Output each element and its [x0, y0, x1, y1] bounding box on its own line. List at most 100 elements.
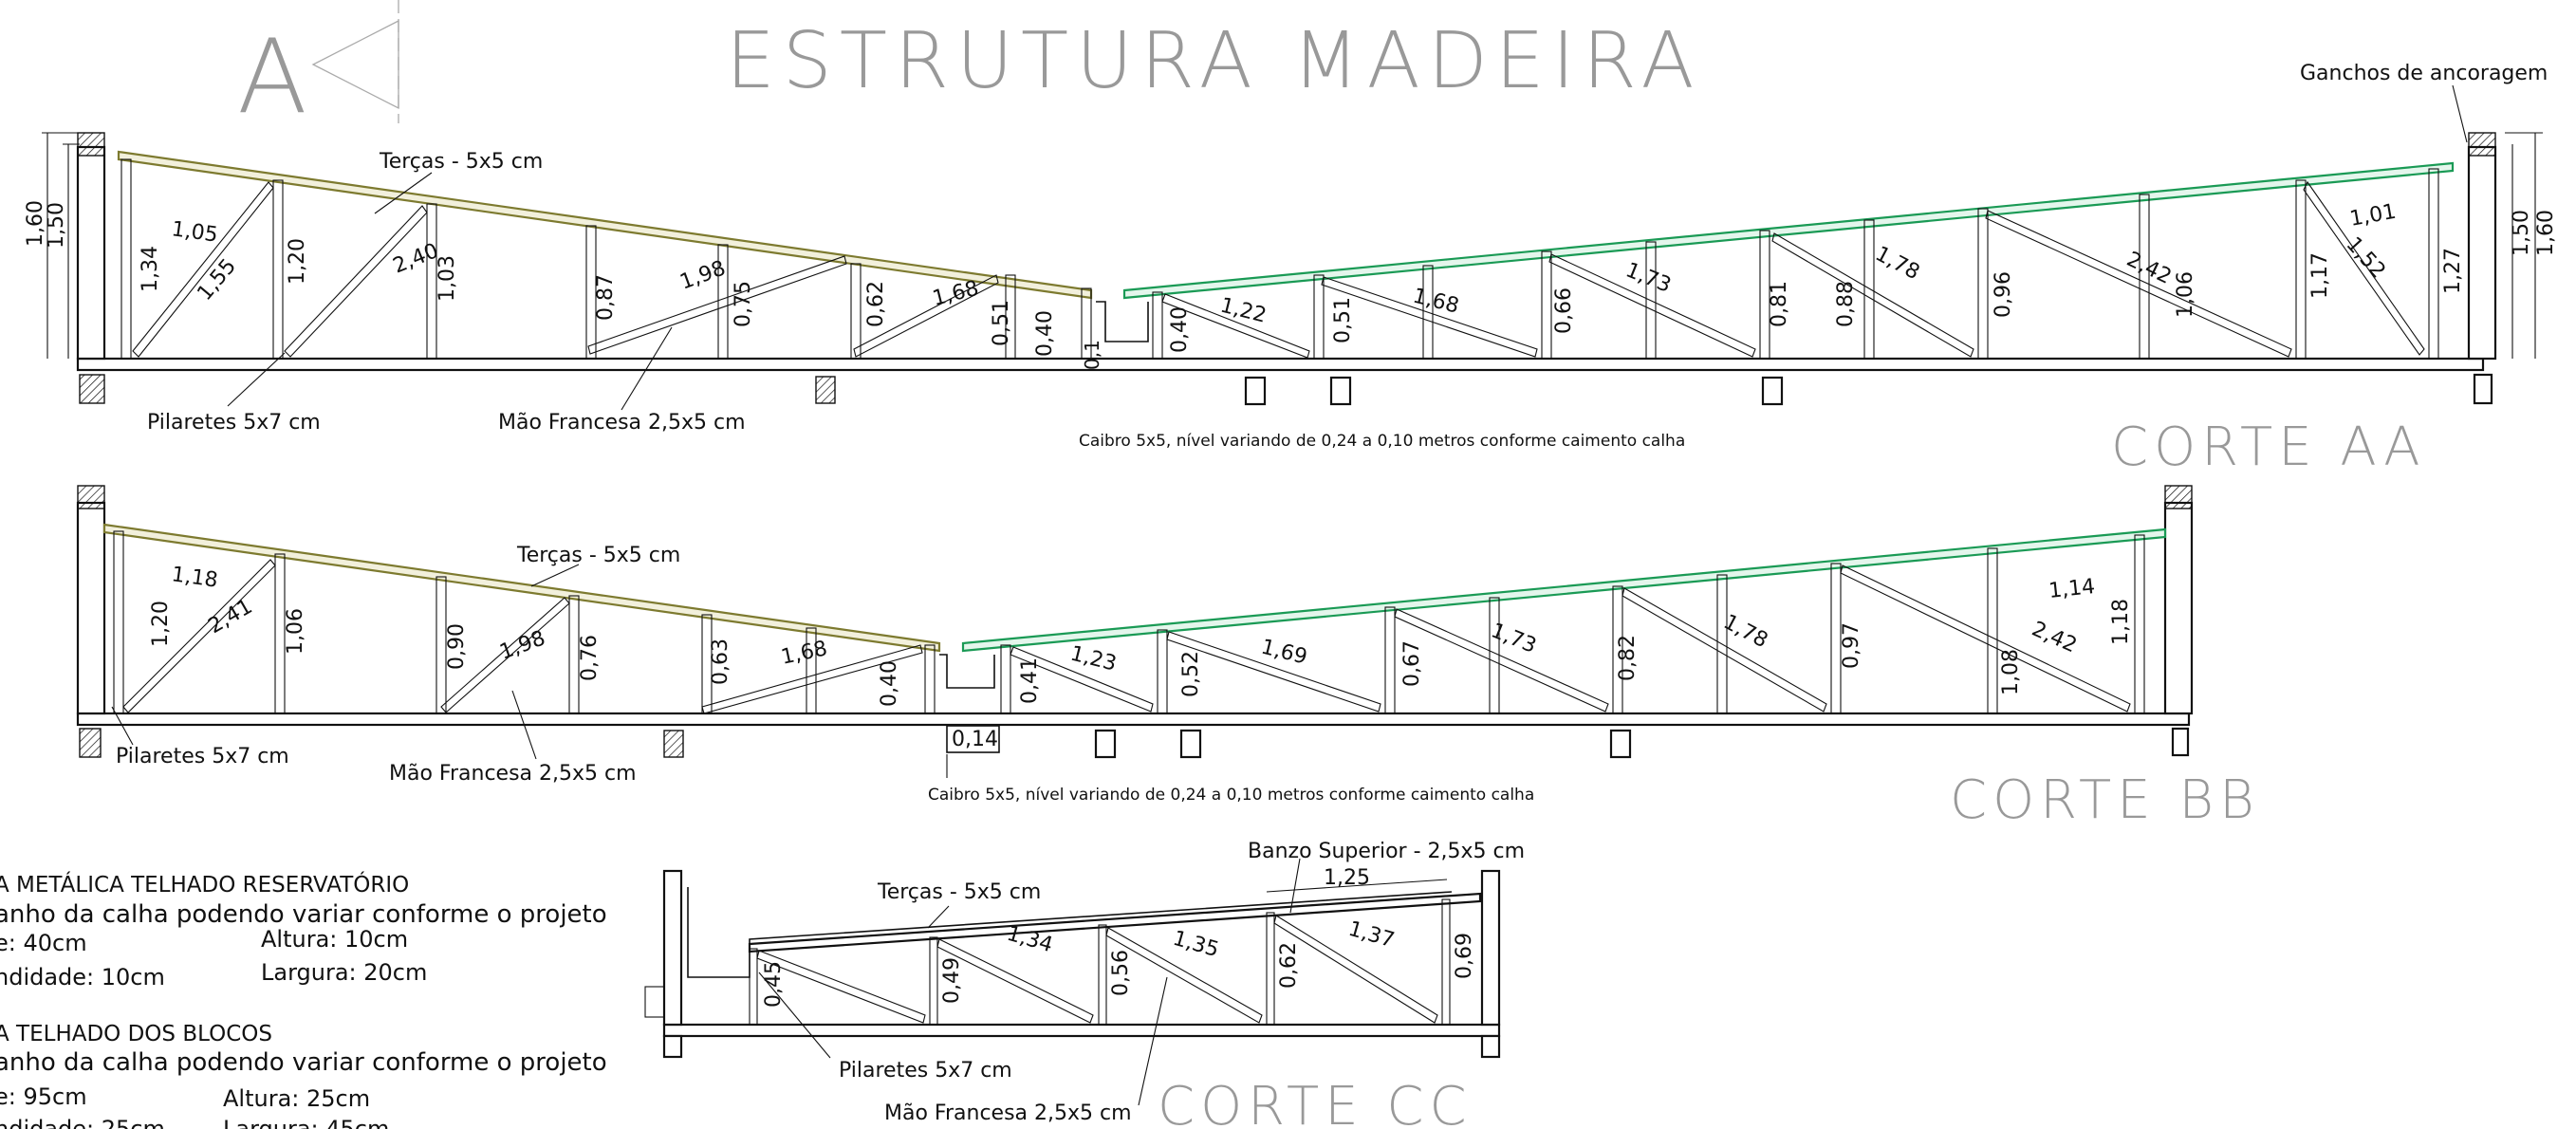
dim-label: 0,87 [594, 274, 618, 321]
dim-label: 0,69 [1453, 933, 1476, 979]
dim-label: 0,63 [709, 639, 732, 685]
right-rafter [961, 527, 2167, 653]
note-block2-profundidade: ndidade: 25cm [0, 1116, 165, 1129]
dim-label: 1,18 [170, 563, 219, 593]
dim-label: 1,01 [2348, 200, 2399, 231]
note-block1-line: anho da calha podendo variar conforme o … [0, 900, 607, 929]
right-wall [2163, 501, 2194, 715]
callout-banzo: Banzo Superior - 2,5x5 cm [1248, 840, 1525, 863]
gutter-bracket-icon [644, 986, 665, 1018]
dim-label: 1,20 [286, 238, 309, 285]
left-wall [662, 869, 683, 1027]
dim-label: 0,51 [1331, 297, 1355, 343]
dim-label: 0,96 [1992, 271, 2015, 318]
dim-line [1266, 879, 1448, 893]
gutter-channel [939, 654, 995, 689]
left-braces [122, 559, 923, 714]
left-wall-cap [77, 485, 105, 509]
dim-label: 1,08 [1999, 649, 2023, 695]
gap-dimension-box [946, 725, 1000, 753]
dim-left-inner: 1,50 [45, 202, 68, 249]
note-block1-title: A METÁLICA TELHADO RESERVATÓRIO [0, 871, 409, 898]
left-posts [120, 158, 1092, 360]
dim-label: 0,62 [1277, 942, 1301, 989]
support-block [1609, 729, 1632, 759]
section-label: CORTE CC [1158, 1076, 1473, 1129]
dim-label: 2,40 [390, 239, 442, 279]
dim-label: 1,98 [677, 256, 730, 294]
dim-label: 0,40 [1033, 310, 1057, 357]
dim-label: 1,35 [1170, 927, 1221, 963]
callout-pilaretes: Pilaretes 5x7 cm [116, 745, 289, 768]
left-wall-cap [77, 132, 105, 157]
dim-right-inner: 1,50 [2510, 210, 2533, 256]
note-block1-e: e: 40cm [0, 930, 87, 956]
mid-support [663, 730, 684, 758]
dim-label: 1,27 [2441, 248, 2465, 294]
posts [749, 898, 1451, 1026]
callout-pilaretes: Pilaretes 5x7 cm [147, 411, 321, 435]
callout-mao-francesa: Mão Francesa 2,5x5 cm [498, 411, 746, 435]
height-dimensions-left [42, 132, 80, 359]
note-block1-profundidade: ndidade: 10cm [0, 964, 165, 990]
left-braces [132, 181, 999, 358]
dim-label: 0,90 [445, 623, 469, 670]
dim-label: 1,18 [2109, 599, 2133, 645]
dim-label: 1,23 [1068, 642, 1120, 676]
dim-label: 1,17 [2308, 252, 2332, 299]
base-beam [76, 712, 2191, 727]
dim-label: 1,68 [1411, 285, 1462, 319]
left-support [662, 1034, 683, 1059]
dim-label: 0,41 [1018, 657, 1042, 704]
dim-label: 0,97 [1840, 622, 1863, 669]
dim-label: 0,62 [864, 281, 888, 327]
dim-label: 1,73 [1622, 258, 1675, 298]
callout-tercas: Terças - 5x5 cm [516, 544, 680, 567]
note-block2-e: e: 95cm [0, 1083, 87, 1110]
note-block2-line: anho da calha podendo variar conforme o … [0, 1048, 607, 1077]
corte-bb: 1,18 1,20 2,41 1,06 0,90 1,98 0,76 0,63 … [76, 485, 2254, 831]
notes: A METÁLICA TELHADO RESERVATÓRIO anho da … [0, 871, 607, 1129]
support-block [1244, 376, 1267, 406]
dim-right-outer: 1,60 [2534, 210, 2558, 256]
callout-tercas: Terças - 5x5 cm [877, 880, 1041, 904]
callout-pilaretes: Pilaretes 5x7 cm [839, 1059, 1012, 1083]
callout-ganchos: Ganchos de ancoragem [2300, 62, 2548, 85]
dim-label: 1,68 [779, 637, 829, 670]
dim-label: 1,25 [1324, 866, 1370, 890]
right-support [2171, 727, 2190, 757]
section-marker-letter: A [237, 18, 307, 137]
right-posts [1152, 168, 2439, 360]
callout-caibro: Caibro 5x5, nível variando de 0,24 a 0,1… [928, 786, 1534, 805]
dim-label: 0,75 [732, 281, 755, 327]
left-wall [76, 145, 106, 361]
left-wall [76, 501, 106, 715]
dim-label: 0,1 [1081, 340, 1103, 370]
note-block1-largura: Largura: 20cm [261, 959, 427, 986]
right-wall-cap [2164, 485, 2193, 509]
dim-label: 1,37 [1345, 917, 1397, 953]
right-posts [1000, 534, 2145, 714]
callout-tercas: Terças - 5x5 cm [379, 150, 543, 174]
dim-label: 0,56 [1109, 950, 1133, 996]
dim-label: 1,34 [139, 246, 162, 292]
dim-label: 1,05 [170, 217, 219, 248]
dim-label: 1,73 [1488, 619, 1540, 658]
left-rafter [102, 523, 941, 653]
note-block2-largura: Largura: 45cm [223, 1116, 389, 1129]
section-arrow-icon [311, 19, 399, 110]
right-wall [1480, 869, 1501, 1027]
callout-mao-francesa: Mão Francesa 2,5x5 cm [884, 1101, 1132, 1125]
callout-leaders [227, 84, 2468, 411]
right-support [2473, 373, 2493, 405]
dim-left-outer: 1,60 [24, 200, 47, 247]
dim-label: 0,49 [940, 957, 964, 1004]
left-posts [113, 530, 936, 714]
dim-label: 1,98 [497, 626, 549, 664]
section-label: CORTE AA [2111, 416, 2426, 478]
right-braces [1161, 180, 2425, 359]
dim-label: 0,67 [1400, 640, 1424, 687]
right-support [1480, 1034, 1501, 1059]
right-braces [1010, 564, 2131, 713]
